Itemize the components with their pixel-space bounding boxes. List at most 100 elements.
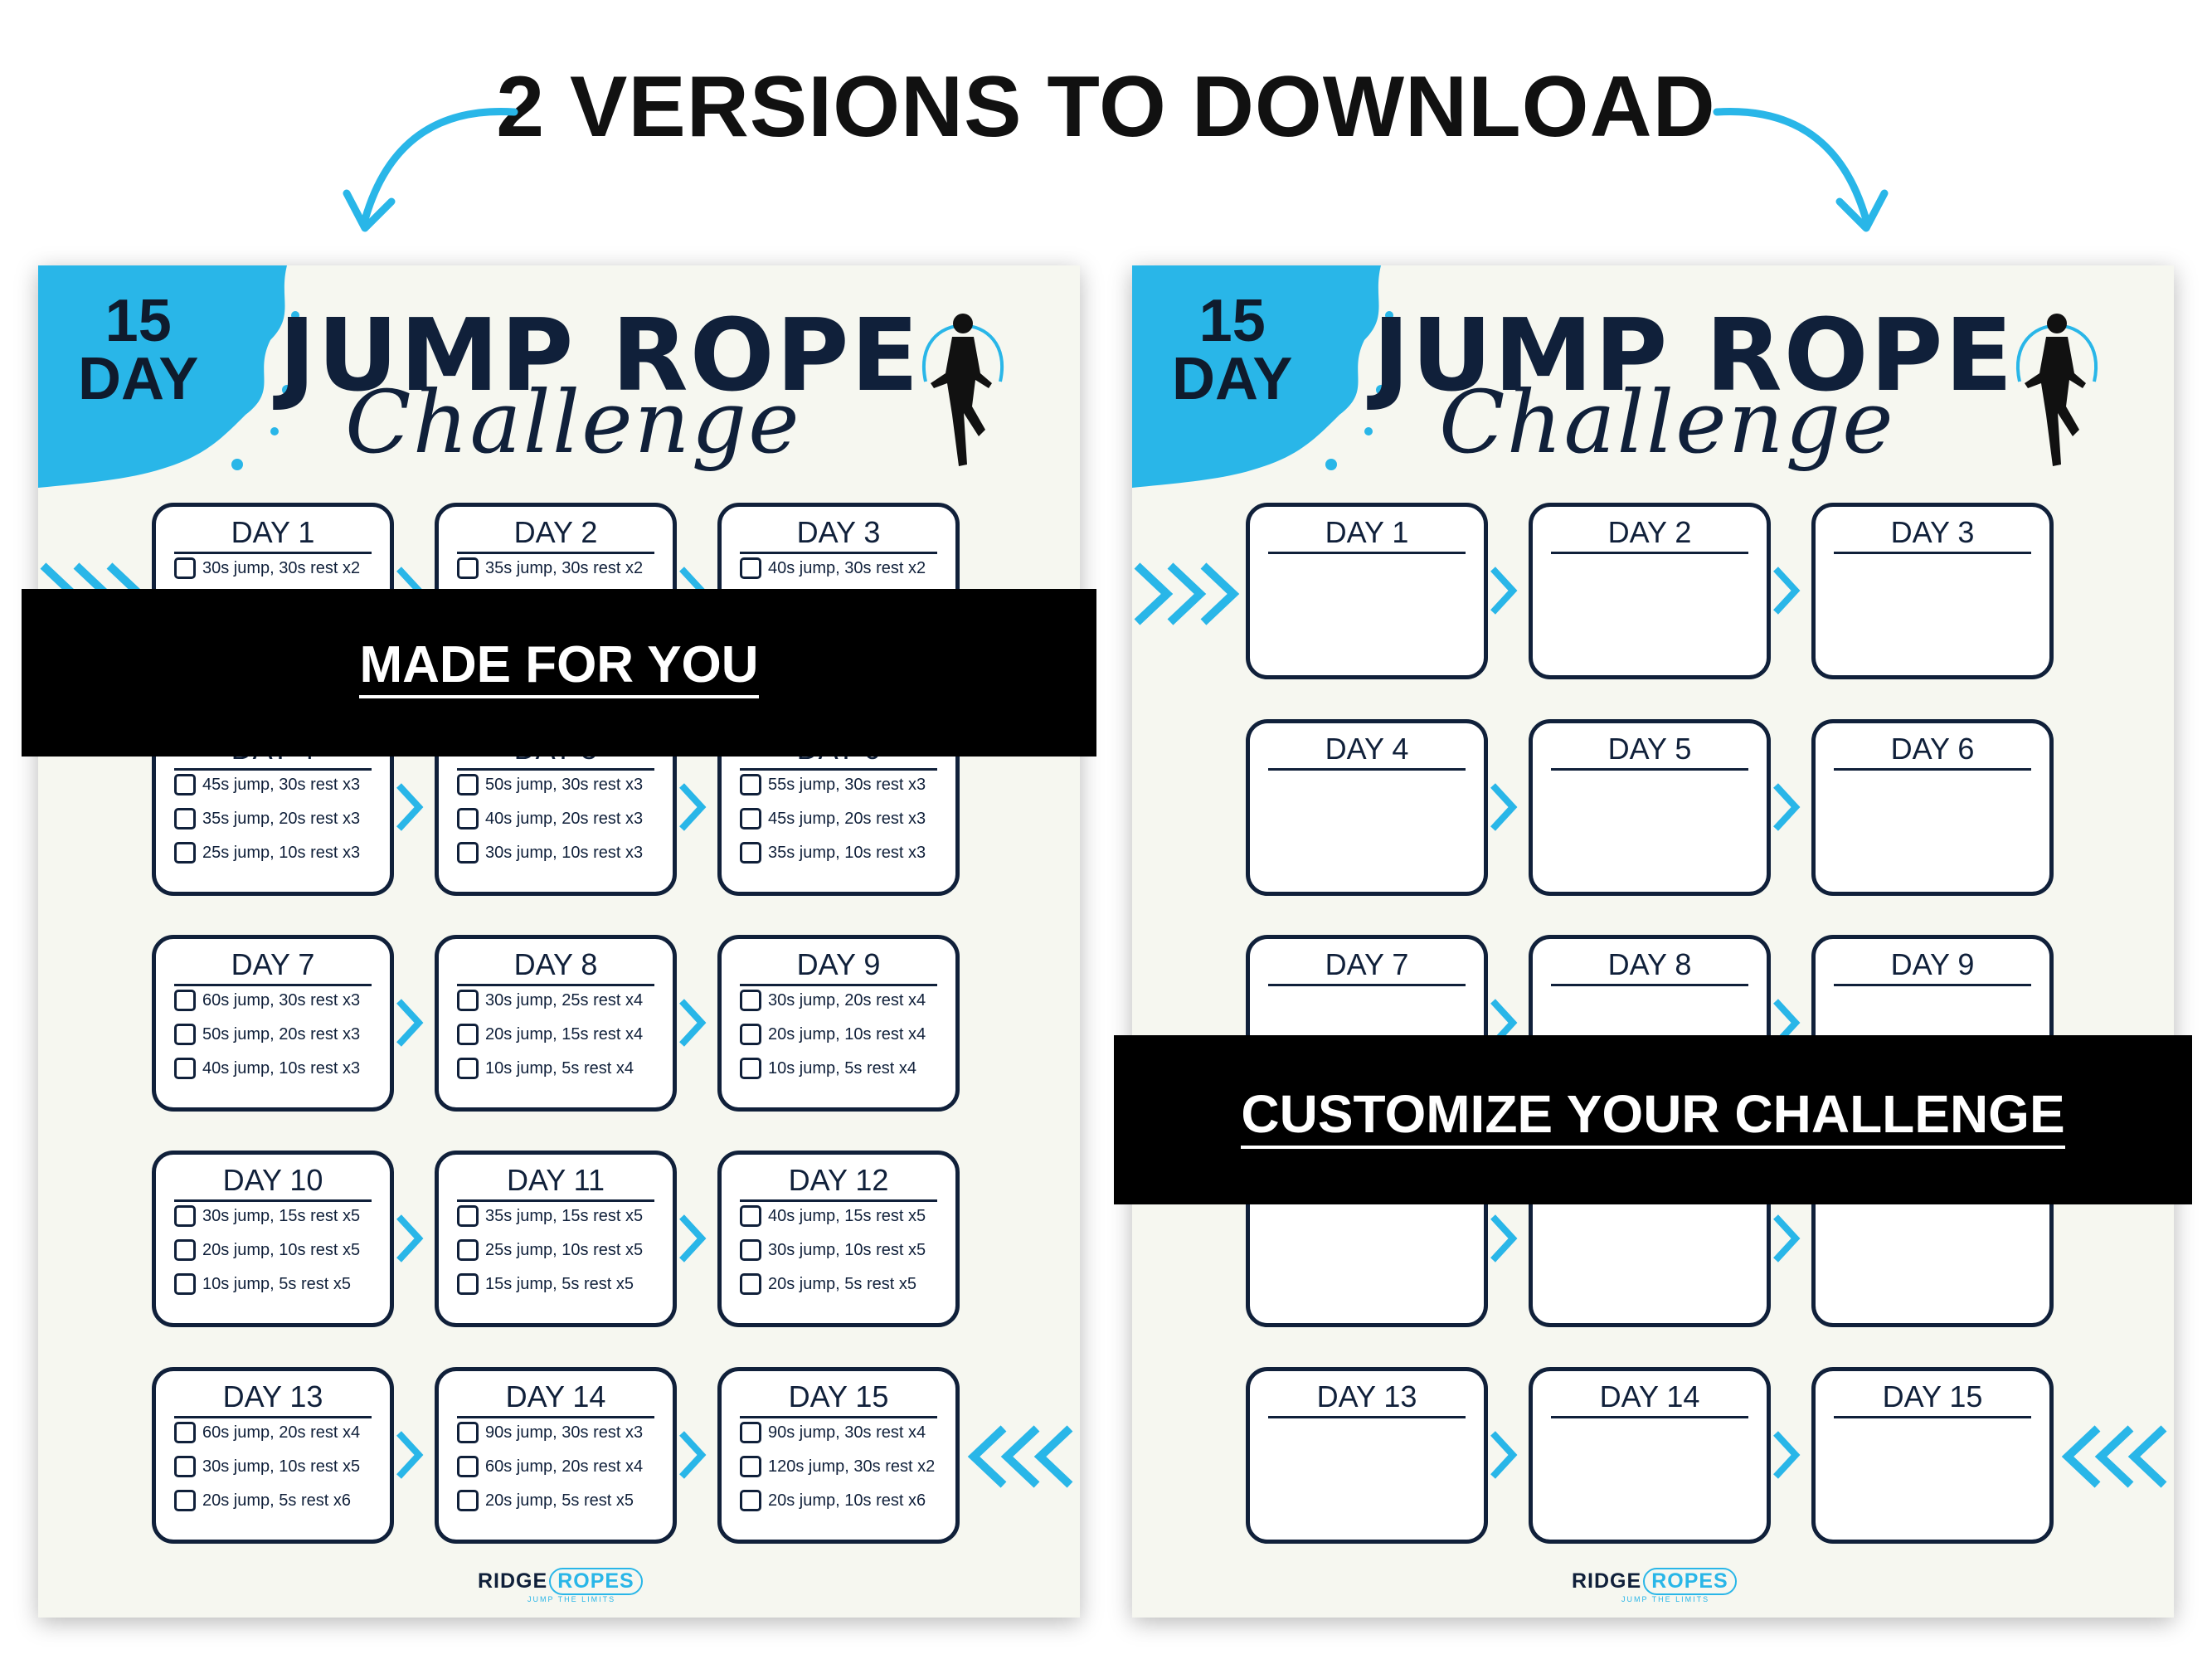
task-checkbox[interactable] (457, 1205, 479, 1227)
task-label: 20s jump, 5s rest x6 (202, 1491, 351, 1510)
day-label: DAY 15 (740, 1379, 937, 1418)
task-checkbox[interactable] (740, 1490, 761, 1511)
task-checkbox[interactable] (174, 1456, 196, 1477)
task-checkbox[interactable] (174, 990, 196, 1011)
day-card: DAY 2 (1529, 503, 1771, 679)
task-item[interactable]: 30s jump, 20s rest x4 (740, 987, 926, 1014)
task-checkbox[interactable] (174, 1024, 196, 1045)
task-checkbox[interactable] (174, 1273, 196, 1295)
task-checkbox[interactable] (740, 1422, 761, 1443)
task-checkbox[interactable] (740, 1273, 761, 1295)
day-label: DAY 2 (1551, 515, 1748, 554)
task-item[interactable]: 35s jump, 15s rest x5 (457, 1203, 643, 1229)
task-item[interactable]: 40s jump, 30s rest x2 (740, 555, 926, 581)
task-item[interactable]: 20s jump, 15s rest x4 (457, 1021, 643, 1048)
task-checkbox[interactable] (174, 557, 196, 579)
task-item[interactable]: 10s jump, 5s rest x5 (174, 1271, 351, 1297)
chevron-right-icon (1490, 567, 1518, 615)
task-item[interactable]: 90s jump, 30s rest x3 (457, 1419, 643, 1446)
task-label: 15s jump, 5s rest x5 (485, 1274, 634, 1293)
task-checkbox[interactable] (457, 1273, 479, 1295)
task-item[interactable]: 20s jump, 5s rest x5 (457, 1487, 634, 1514)
task-checkbox[interactable] (740, 808, 761, 830)
made-for-you-banner: MADE FOR YOU (22, 589, 1096, 757)
task-checkbox[interactable] (740, 1058, 761, 1079)
task-item[interactable]: 40s jump, 10s rest x3 (174, 1055, 360, 1082)
task-checkbox[interactable] (174, 774, 196, 795)
task-checkbox[interactable] (740, 774, 761, 795)
task-checkbox[interactable] (740, 1205, 761, 1227)
day-label: DAY 9 (740, 947, 937, 986)
task-item[interactable]: 30s jump, 25s rest x4 (457, 987, 643, 1014)
task-item[interactable]: 30s jump, 10s rest x5 (740, 1237, 926, 1263)
task-item[interactable]: 60s jump, 20s rest x4 (174, 1419, 360, 1446)
task-item[interactable]: 40s jump, 15s rest x5 (740, 1203, 926, 1229)
task-item[interactable]: 25s jump, 10s rest x3 (174, 839, 360, 866)
task-item[interactable]: 15s jump, 5s rest x5 (457, 1271, 634, 1297)
task-checkbox[interactable] (740, 1024, 761, 1045)
task-item[interactable]: 35s jump, 20s rest x3 (174, 805, 360, 832)
task-item[interactable]: 10s jump, 5s rest x4 (740, 1055, 916, 1082)
task-checkbox[interactable] (740, 1456, 761, 1477)
task-checkbox[interactable] (457, 1490, 479, 1511)
task-label: 45s jump, 30s rest x3 (202, 775, 361, 794)
task-item[interactable]: 35s jump, 10s rest x3 (740, 839, 926, 866)
task-checkbox[interactable] (174, 1422, 196, 1443)
day-label: DAY 7 (1268, 947, 1466, 986)
task-item[interactable]: 60s jump, 20s rest x4 (457, 1453, 643, 1480)
task-checkbox[interactable] (740, 557, 761, 579)
task-item[interactable]: 35s jump, 30s rest x2 (457, 555, 643, 581)
task-item[interactable]: 60s jump, 30s rest x3 (174, 987, 360, 1014)
task-item[interactable]: 20s jump, 5s rest x6 (174, 1487, 351, 1514)
task-item[interactable]: 50s jump, 30s rest x3 (457, 771, 643, 798)
task-item[interactable]: 45s jump, 20s rest x3 (740, 805, 926, 832)
task-checkbox[interactable] (174, 808, 196, 830)
task-item[interactable]: 20s jump, 10s rest x6 (740, 1487, 926, 1514)
task-checkbox[interactable] (457, 1456, 479, 1477)
task-item[interactable]: 10s jump, 5s rest x4 (457, 1055, 634, 1082)
task-checkbox[interactable] (174, 1205, 196, 1227)
task-item[interactable]: 120s jump, 30s rest x2 (740, 1453, 935, 1480)
task-checkbox[interactable] (740, 842, 761, 864)
task-checkbox[interactable] (174, 1239, 196, 1261)
task-item[interactable]: 40s jump, 20s rest x3 (457, 805, 643, 832)
task-checkbox[interactable] (457, 1024, 479, 1045)
task-label: 30s jump, 10s rest x5 (768, 1240, 926, 1259)
task-item[interactable]: 55s jump, 30s rest x3 (740, 771, 926, 798)
task-item[interactable]: 30s jump, 30s rest x2 (174, 555, 360, 581)
task-item[interactable]: 25s jump, 10s rest x5 (457, 1237, 643, 1263)
task-item[interactable]: 20s jump, 5s rest x5 (740, 1271, 916, 1297)
sheet-title: JUMP ROPE (279, 299, 921, 414)
task-item[interactable]: 30s jump, 10s rest x5 (174, 1453, 360, 1480)
paint-splash-decoration (1132, 265, 1393, 488)
day-label: DAY 1 (174, 515, 372, 554)
task-checkbox[interactable] (457, 557, 479, 579)
task-checkbox[interactable] (457, 1422, 479, 1443)
task-item[interactable]: 90s jump, 30s rest x4 (740, 1419, 926, 1446)
task-label: 60s jump, 20s rest x4 (202, 1423, 361, 1442)
task-checkbox[interactable] (740, 1239, 761, 1261)
task-item[interactable]: 50s jump, 20s rest x3 (174, 1021, 360, 1048)
chevron-right-icon (679, 783, 707, 831)
task-label: 30s jump, 10s rest x3 (485, 843, 644, 862)
task-item[interactable]: 20s jump, 10s rest x4 (740, 1021, 926, 1048)
task-item[interactable]: 30s jump, 15s rest x5 (174, 1203, 360, 1229)
task-checkbox[interactable] (457, 1058, 479, 1079)
task-label: 10s jump, 5s rest x4 (485, 1058, 634, 1078)
task-checkbox[interactable] (457, 774, 479, 795)
task-checkbox[interactable] (457, 990, 479, 1011)
task-checkbox[interactable] (174, 842, 196, 864)
task-label: 20s jump, 5s rest x5 (485, 1491, 634, 1510)
task-item[interactable]: 45s jump, 30s rest x3 (174, 771, 360, 798)
task-checkbox[interactable] (457, 842, 479, 864)
task-checkbox[interactable] (457, 808, 479, 830)
day-card: DAY 5 (1529, 719, 1771, 896)
task-checkbox[interactable] (174, 1058, 196, 1079)
task-item[interactable]: 20s jump, 10s rest x5 (174, 1237, 360, 1263)
logo-ropes-text: ROPES (549, 1568, 643, 1595)
day-label: DAY 4 (1268, 732, 1466, 771)
task-checkbox[interactable] (457, 1239, 479, 1261)
task-item[interactable]: 30s jump, 10s rest x3 (457, 839, 643, 866)
task-checkbox[interactable] (740, 990, 761, 1011)
task-checkbox[interactable] (174, 1490, 196, 1511)
